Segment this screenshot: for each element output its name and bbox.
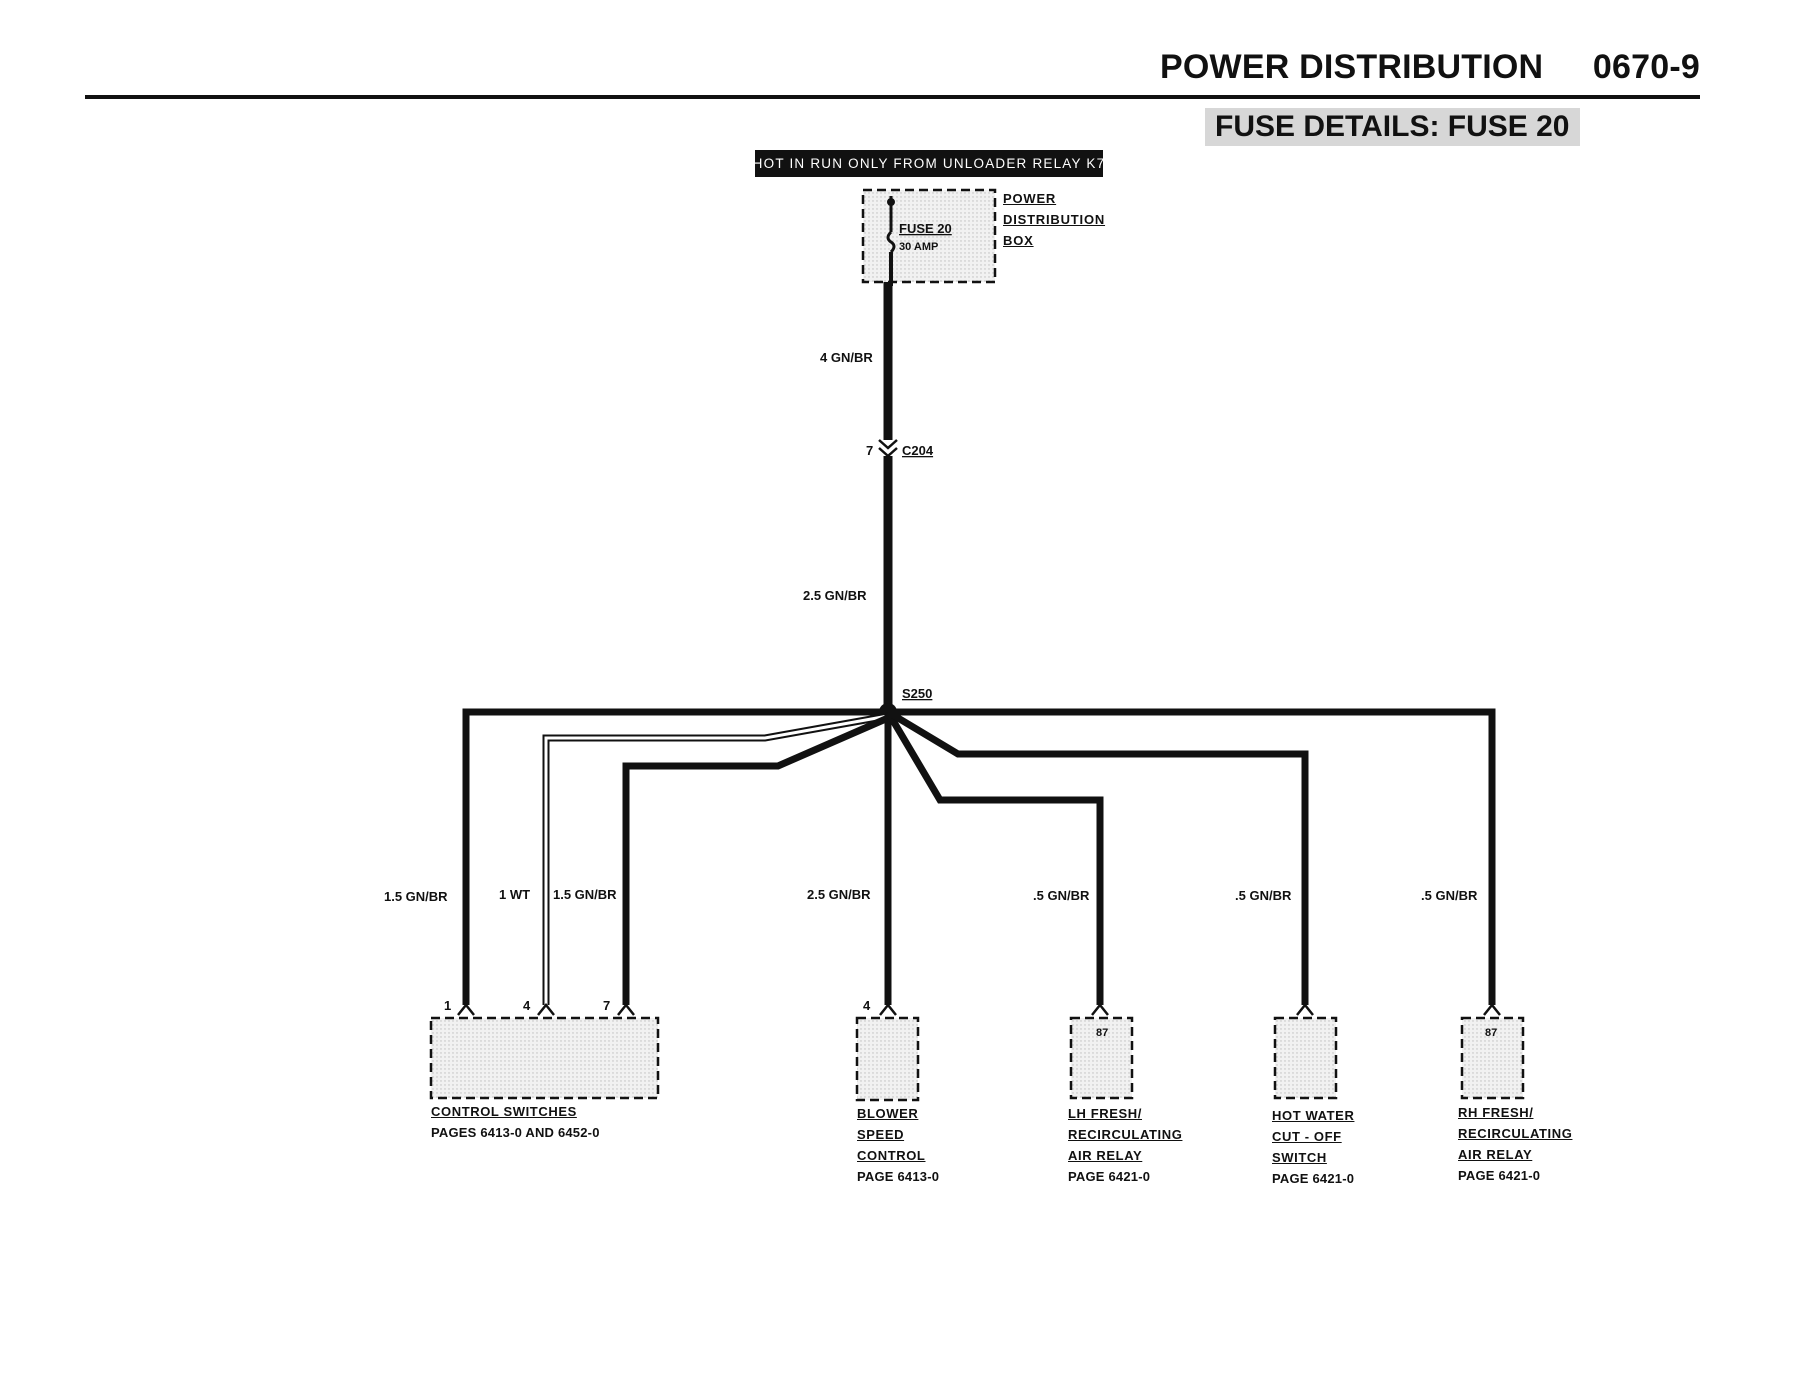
rh-relay-name-2: RECIRCULATING xyxy=(1458,1126,1573,1141)
lh-relay-box xyxy=(1069,1016,1134,1100)
hot-water-caption: HOT WATER CUT - OFF SWITCH PAGE 6421-0 xyxy=(1272,1105,1354,1189)
control-switches-name: CONTROL SWITCHES xyxy=(431,1104,577,1119)
pin-blower: 4 xyxy=(863,998,871,1013)
header-rule xyxy=(85,95,1700,99)
pin-rh-relay: 87 xyxy=(1485,1027,1497,1039)
wire-label-control-7: 1.5 GN/BR xyxy=(553,887,617,902)
hot-water-name-2: CUT - OFF xyxy=(1272,1129,1342,1144)
lh-relay-name-3: AIR RELAY xyxy=(1068,1148,1143,1163)
blower-speed-control-box xyxy=(855,1016,920,1102)
wire-label-c204-s250: 2.5 GN/BR xyxy=(803,588,867,603)
control-switches-caption: CONTROL SWITCHES PAGES 6413-0 AND 6452-0 xyxy=(431,1101,600,1143)
wire-lh-relay xyxy=(884,710,1104,1005)
blower-page: PAGE 6413-0 xyxy=(857,1169,940,1184)
wire-control-4 xyxy=(542,712,889,1005)
wire-label-rh-relay: .5 GN/BR xyxy=(1421,888,1478,903)
lh-relay-caption: LH FRESH/ RECIRCULATING AIR RELAY PAGE 6… xyxy=(1068,1103,1182,1187)
wire-label-lh-relay: .5 GN/BR xyxy=(1033,888,1090,903)
wire-label-fuse-c204: 4 GN/BR xyxy=(820,350,873,365)
wire-label-blower: 2.5 GN/BR xyxy=(807,887,871,902)
pin-lh-relay: 87 xyxy=(1096,1027,1108,1039)
fuse-symbol xyxy=(886,196,896,286)
wire-control-1 xyxy=(462,708,888,1005)
control-switches-box xyxy=(429,1016,660,1100)
control-switches-page: PAGES 6413-0 AND 6452-0 xyxy=(431,1125,600,1140)
rh-relay-name-3: AIR RELAY xyxy=(1458,1147,1533,1162)
wire-rh-relay xyxy=(888,708,1496,1005)
power-distribution-box-label: POWER DISTRIBUTION BOX xyxy=(1003,188,1105,251)
lh-relay-name-2: RECIRCULATING xyxy=(1068,1127,1183,1142)
pin-control-7: 7 xyxy=(603,998,610,1013)
connector-c204-symbol xyxy=(878,439,898,458)
hot-water-page: PAGE 6421-0 xyxy=(1272,1171,1355,1186)
blower-name-2: SPEED xyxy=(857,1127,905,1142)
hot-water-name-1: HOT WATER xyxy=(1272,1108,1355,1123)
branch-wires xyxy=(462,708,1496,1005)
page-title: POWER DISTRIBUTION xyxy=(1160,48,1544,86)
rh-relay-name-1: RH FRESH/ xyxy=(1458,1105,1534,1120)
lh-relay-page: PAGE 6421-0 xyxy=(1068,1169,1151,1184)
page-number: 0670-9 xyxy=(1592,48,1700,86)
blower-name-1: BLOWER xyxy=(857,1106,919,1121)
pdb-line-2: DISTRIBUTION xyxy=(1003,212,1106,227)
pdb-line-3: BOX xyxy=(1003,233,1034,248)
hot-water-name-3: SWITCH xyxy=(1272,1150,1327,1165)
wire-label-control-1: 1.5 GN/BR xyxy=(384,889,448,904)
blower-caption: BLOWER SPEED CONTROL PAGE 6413-0 xyxy=(857,1103,939,1187)
wire-label-hot-water: .5 GN/BR xyxy=(1235,888,1292,903)
hot-water-switch-box xyxy=(1273,1016,1338,1100)
blower-name-3: CONTROL xyxy=(857,1148,926,1163)
terminal-arrows xyxy=(457,1002,1501,1016)
rh-relay-page: PAGE 6421-0 xyxy=(1458,1168,1541,1183)
page-subtitle: FUSE DETAILS: FUSE 20 xyxy=(1205,108,1580,146)
connector-c204-pin: 7 xyxy=(866,443,873,458)
splice-s250-label: S250 xyxy=(902,686,932,701)
page-header: POWER DISTRIBUTION 0670-9 xyxy=(1160,48,1700,87)
rh-relay-caption: RH FRESH/ RECIRCULATING AIR RELAY PAGE 6… xyxy=(1458,1102,1572,1186)
power-source-banner: HOT IN RUN ONLY FROM UNLOADER RELAY K7 xyxy=(753,150,1104,177)
lh-relay-name-1: LH FRESH/ xyxy=(1068,1106,1143,1121)
pin-control-4: 4 xyxy=(523,998,531,1013)
fuse-rating: 30 AMP xyxy=(899,241,938,253)
fuse-name: FUSE 20 xyxy=(899,221,952,236)
rh-relay-box xyxy=(1460,1016,1525,1100)
wire-hot-water xyxy=(886,708,1309,1005)
connector-c204-label: C204 xyxy=(902,443,934,458)
wire-control-7 xyxy=(622,714,890,1005)
wire-label-control-4: 1 WT xyxy=(499,887,530,902)
power-distribution-box xyxy=(861,188,997,284)
pdb-line-1: POWER xyxy=(1003,191,1057,206)
pin-control-1: 1 xyxy=(444,998,451,1013)
